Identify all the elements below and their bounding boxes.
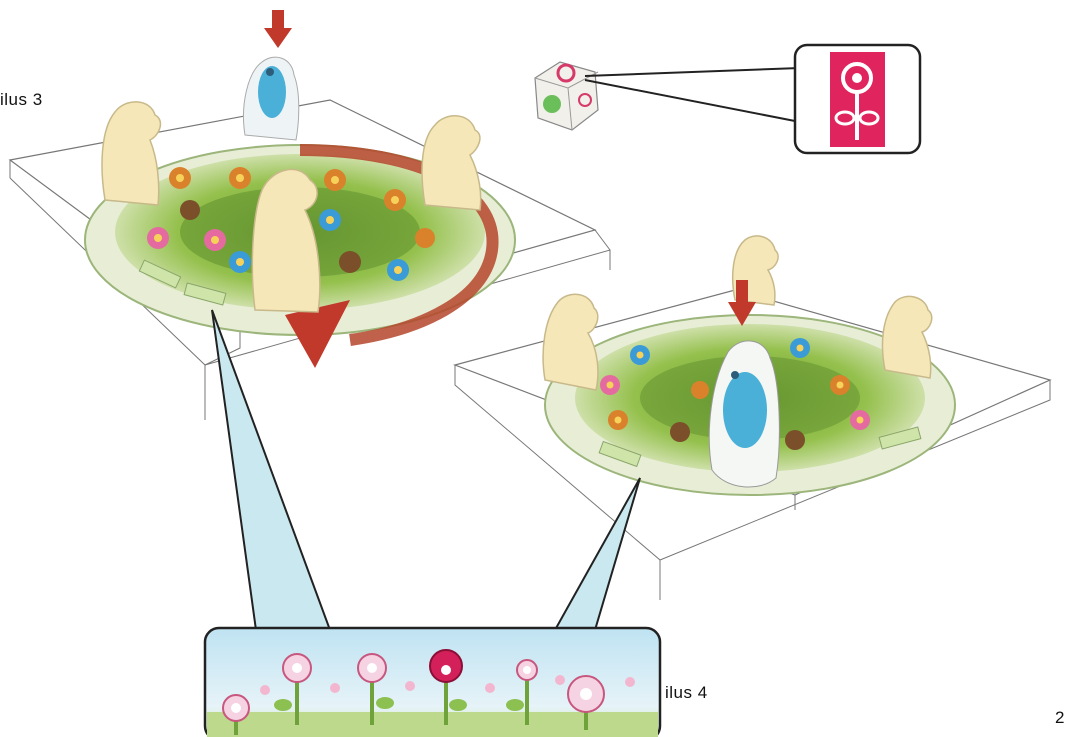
flower-strip-callout [205, 628, 660, 737]
down-arrow-icon [264, 10, 292, 48]
page-number: 2 [1055, 708, 1065, 728]
flower-symbol-callout [795, 45, 920, 153]
meeple-icon [252, 169, 319, 312]
meeple-icon [882, 296, 931, 378]
meeple-icon [102, 102, 160, 205]
illustration-3-label: ilus 3 [0, 90, 43, 110]
die-icon [535, 62, 598, 130]
callout-pointer [585, 68, 800, 122]
illustration-4-label: ilus 4 [665, 683, 708, 703]
bird-piece-icon [244, 57, 299, 140]
meeple-icon [422, 116, 481, 210]
meeple-icon [543, 294, 598, 390]
